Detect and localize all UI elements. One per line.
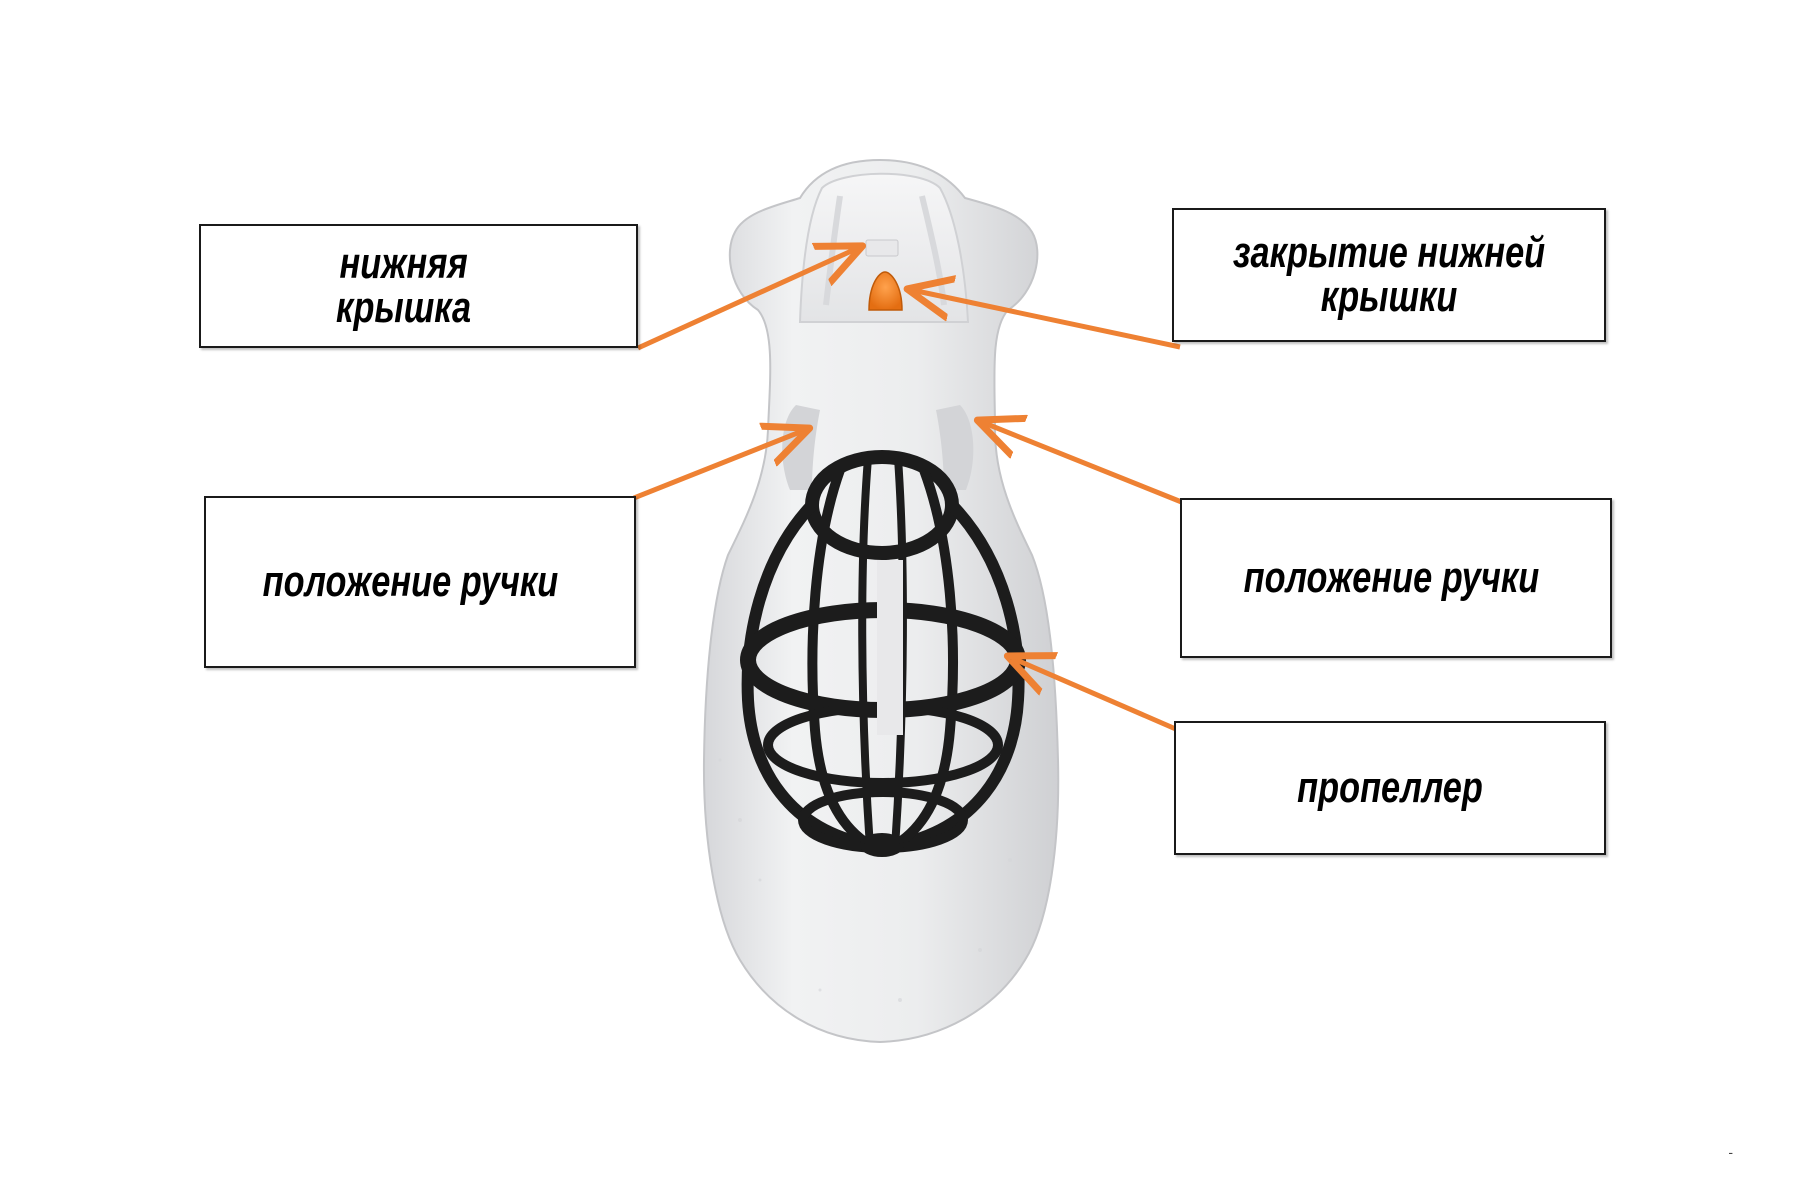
lower-cover-latch bbox=[868, 271, 903, 311]
footer-mark: - bbox=[1728, 1144, 1733, 1160]
cage-rib-2 bbox=[893, 500, 1025, 851]
label-box-handle-position-right: положение ручки bbox=[1180, 498, 1612, 658]
label-handle-position-right: положение ручки bbox=[1243, 553, 1539, 602]
arrow-propeller bbox=[1012, 658, 1179, 733]
logo-plate bbox=[865, 239, 899, 257]
hull-texture bbox=[718, 758, 1032, 1002]
arrow-handle-right bbox=[982, 422, 1185, 506]
arrow-lower-cover bbox=[636, 248, 858, 351]
label-lower-cover-line-1: нижняя bbox=[339, 239, 468, 288]
label-handle-position-left: положение ручки bbox=[262, 557, 558, 606]
callout-arrows bbox=[633, 248, 1185, 733]
label-box-lower-cover-latch: закрытие нижней крышки bbox=[1172, 208, 1606, 342]
cage-hub bbox=[860, 833, 904, 857]
label-lower-cover-latch: закрытие нижней крышки bbox=[1233, 231, 1545, 319]
label-box-handle-position-left: положение ручки bbox=[204, 496, 636, 668]
label-propeller: пропеллер bbox=[1297, 763, 1483, 812]
label-lower-cover-latch-line-2: крышки bbox=[1320, 272, 1458, 321]
arrow-lower-cover-latch bbox=[912, 290, 1181, 350]
label-box-propeller: пропеллер bbox=[1174, 721, 1606, 855]
label-box-lower-cover: нижняя крышка bbox=[199, 224, 638, 348]
label-lower-cover-line-2: крышка bbox=[335, 283, 472, 332]
handle-recess-right bbox=[936, 405, 974, 490]
label-lower-cover: нижняя крышка bbox=[336, 242, 471, 330]
arrow-handle-left bbox=[633, 430, 805, 501]
label-lower-cover-latch-line-1: закрытие нижней bbox=[1232, 228, 1546, 277]
propeller-cage bbox=[740, 450, 1026, 857]
